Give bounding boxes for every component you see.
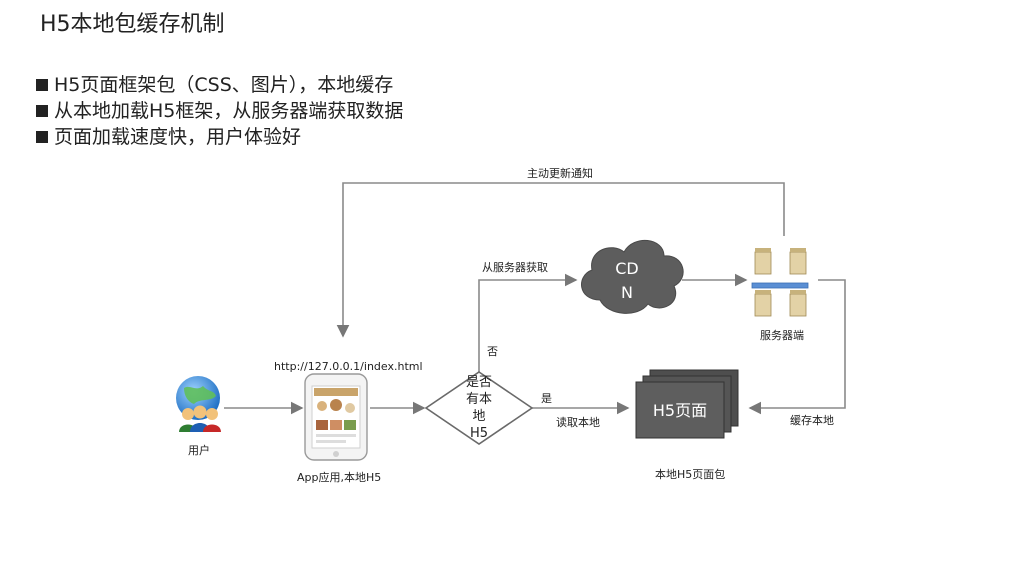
- server-box-icon: [754, 293, 772, 317]
- cache-local-label: 缓存本地: [790, 413, 834, 427]
- server-cluster-icon: [751, 248, 809, 317]
- bullet-item: 页面加载速度快，用户体验好: [36, 124, 403, 150]
- h5-package-label: 本地H5页面包: [655, 467, 725, 481]
- bullet-square-icon: [36, 79, 48, 91]
- cdn-label-2: N: [621, 283, 633, 302]
- fetch-label: 从服务器获取: [482, 261, 548, 274]
- yes-label: 是: [541, 392, 552, 405]
- bullet-text: 页面加载速度快，用户体验好: [54, 126, 302, 148]
- h5-page-stack-icon: H5页面: [635, 369, 739, 439]
- no-arrow: [478, 273, 578, 372]
- decision-line-2: 有本: [466, 392, 492, 407]
- notify-label: 主动更新通知: [527, 166, 593, 180]
- user-label: 用户: [188, 443, 210, 457]
- server-box-icon: [754, 251, 772, 275]
- bullet-text: 从本地加载H5框架，从服务器端获取数据: [54, 100, 404, 122]
- cdn-cloud-icon: CD N: [581, 239, 684, 314]
- cdn-label-1: CD: [615, 259, 639, 278]
- bullet-list: H5页面框架包（CSS、图片），本地缓存 从本地加载H5框架，从服务器端获取数据…: [36, 72, 403, 150]
- decision-line-3: 地: [472, 409, 485, 424]
- h5-page-label: H5页面: [653, 401, 707, 420]
- decision-diamond: 是否 有本 地 H5: [424, 371, 534, 445]
- decision-line-4: H5: [470, 426, 488, 441]
- phone-icon: [304, 373, 368, 461]
- bullet-item: H5页面框架包（CSS、图片），本地缓存: [36, 72, 403, 98]
- read-local-label: 读取本地: [556, 415, 600, 429]
- decision-line-1: 是否: [466, 375, 492, 390]
- bullet-text: H5页面框架包（CSS、图片），本地缓存: [54, 74, 394, 96]
- cache-arrow: [748, 279, 846, 415]
- page-title: H5本地包缓存机制: [40, 12, 225, 37]
- bullet-item: 从本地加载H5框架，从服务器端获取数据: [36, 98, 403, 124]
- server-box-icon: [789, 293, 807, 317]
- server-box-icon: [789, 251, 807, 275]
- app-label: App应用,本地H5: [297, 470, 381, 484]
- bullet-square-icon: [36, 131, 48, 143]
- notify-arrow: [336, 182, 785, 338]
- connector-lines: [224, 182, 846, 415]
- server-label: 服务器端: [760, 329, 804, 342]
- bullet-square-icon: [36, 105, 48, 117]
- server-network-bar: [751, 282, 809, 289]
- user-globe-icon: [176, 376, 221, 432]
- url-label: http://127.0.0.1/index.html: [274, 360, 423, 373]
- no-label: 否: [487, 345, 498, 358]
